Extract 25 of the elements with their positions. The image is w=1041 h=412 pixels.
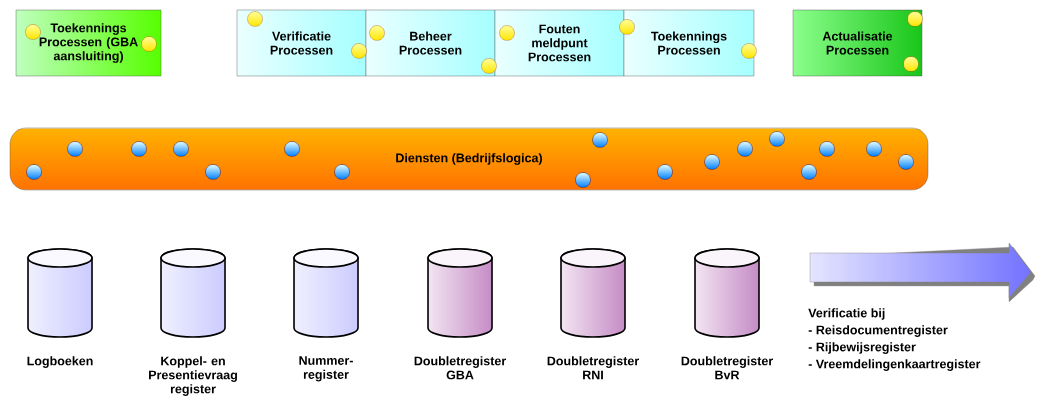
node-label: Doubletregister RNI	[547, 356, 639, 380]
database-cylinder: Doubletregister GBA	[414, 248, 506, 380]
node-label: - Rijbewijsregister	[808, 342, 916, 354]
database-cylinder: Doubletregister RNI	[547, 248, 639, 380]
process-box: Toekennings Processen	[623, 9, 755, 77]
note-text: Verificatie bij - Reisdocumentregister - Rijbewijsregister - Vreemdelingenkaartregister	[808, 308, 981, 371]
node-label: Nummer- register	[299, 356, 353, 382]
database-cylinder: Logboeken	[27, 248, 93, 368]
process-box: Fouten meldpunt Processen	[494, 9, 625, 77]
process-box: Verificatie Processen	[236, 9, 367, 77]
process-box: Toekennings Processen (GBA aansluiting)	[15, 9, 162, 77]
database-cylinder: Nummer- register	[293, 248, 359, 382]
arrow-drawing	[809, 242, 1036, 303]
node-label: Logboeken	[27, 356, 93, 368]
node-label: - Vreemdelingenkaartregister	[808, 359, 981, 371]
node-label: Verificatie bij	[808, 308, 885, 320]
database-cylinder: Koppel- en Presentievraag register	[149, 248, 237, 396]
process-box: Actualisatie Processen	[792, 9, 923, 77]
node-label: Doubletregister GBA	[414, 356, 506, 380]
node-label: - Reisdocumentregister	[808, 325, 948, 337]
database-cylinder: Doubletregister BvR	[681, 248, 773, 380]
node-label: Doubletregister BvR	[681, 356, 773, 380]
process-box: Beheer Processen	[365, 9, 496, 77]
node-label: Koppel- en Presentievraag register	[149, 356, 237, 396]
service-band: Diensten (Bedrijfslogica)	[9, 127, 929, 191]
